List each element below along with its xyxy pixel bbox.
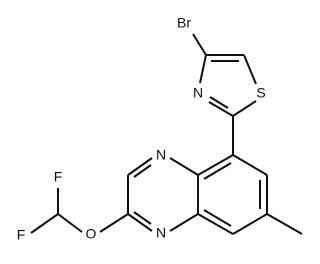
bond-pyrazine-n1-c2-double (133, 164, 152, 178)
bond-thiazole-c2-n (208, 101, 234, 117)
atom-quinoxaline-n1-label: N (156, 147, 166, 163)
bond-o-cf2 (57, 213, 83, 233)
bond-benzene-c6-c1 (197, 154, 234, 176)
bond-pyrazine-c3-n4-double (133, 211, 152, 225)
bond-benzene-c3-c4 (232, 213, 268, 235)
bond-pyrazine-n1-c2 (127, 157, 153, 176)
bond-benzene-c6-c1-double (203, 162, 232, 180)
bond-thiazole-s-c2 (232, 100, 257, 117)
atom-fluorine-bottom-label: F (17, 227, 26, 243)
bond-benzene-c4-c5 (197, 213, 234, 235)
atom-thiazole-n-label: N (193, 85, 203, 101)
atom-br-label: Br (177, 15, 191, 31)
bond-pyrazine-c8a-n1 (169, 157, 199, 176)
atom-fluorine-top-label: F (54, 169, 63, 185)
bond-thiazole-c5-s (243, 54, 257, 85)
bond-br-c4 (192, 33, 207, 56)
bond-c3-o (99, 213, 129, 233)
atom-thiazole-s-label: S (256, 85, 265, 101)
atom-oxygen-label: O (86, 226, 97, 242)
bond-benzene-c4-c5-double (203, 209, 232, 227)
bond-methyl (266, 213, 303, 235)
bond-benzene-c1-c2 (232, 154, 268, 176)
atom-quinoxaline-n4-label: N (156, 225, 166, 241)
bond-cf2-f-bottom (30, 213, 59, 234)
bond-thiazole-n-c4 (199, 54, 207, 84)
bonds (30, 33, 303, 235)
bond-thiazole-c2-n-double (209, 96, 229, 109)
atom-labels: Br N S N N O F F (17, 15, 266, 243)
bond-pyrazine-c3-n4 (127, 213, 153, 232)
bond-pyrazine-n4-c4a (169, 213, 199, 232)
